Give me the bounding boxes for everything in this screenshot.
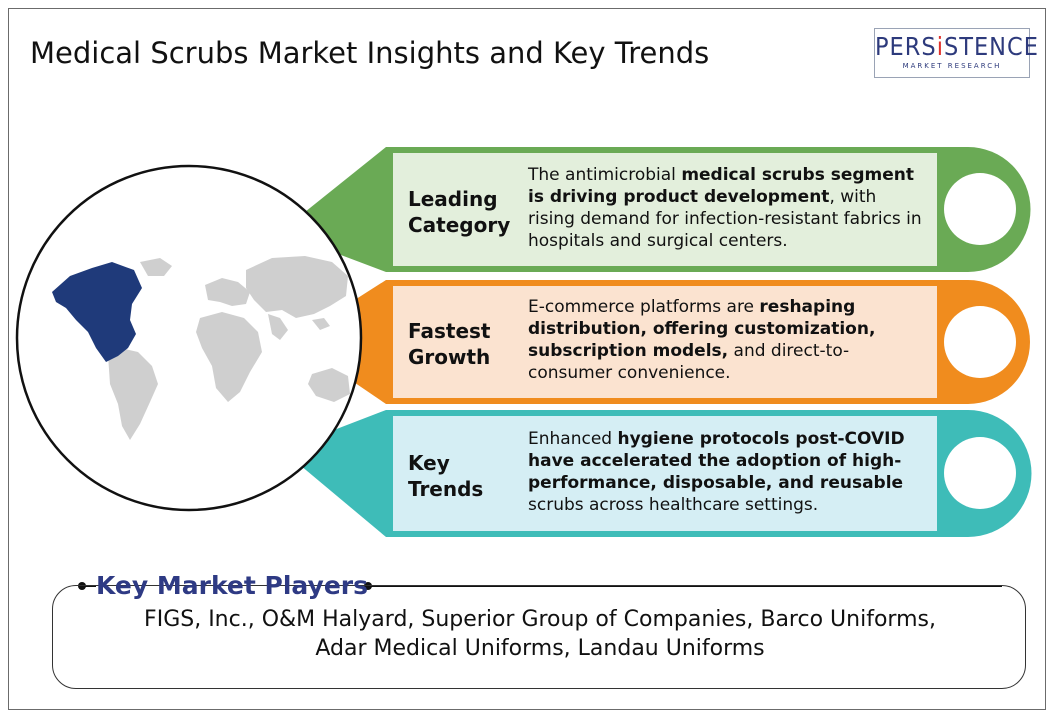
north-america-highlight <box>52 262 142 362</box>
players-list-line-1: FIGS, Inc., O&M Halyard, Superior Group … <box>144 607 936 632</box>
logo-tagline: MARKET RESEARCH <box>902 62 1002 70</box>
description-fastest: E-commerce platforms are reshaping distr… <box>528 297 876 383</box>
players-list-line-2: Adar Medical Uniforms, Landau Uniforms <box>315 636 765 661</box>
description-leading: The antimicrobial medical scrubs segment… <box>528 165 922 251</box>
band-trends <box>386 410 1032 537</box>
band-leading-circle <box>944 173 1016 245</box>
band-fastest <box>386 280 1030 404</box>
players-box <box>52 585 1026 689</box>
players-line-dot-left <box>78 582 86 590</box>
players-list: FIGS, Inc., O&M Halyard, Superior Group … <box>60 605 1020 663</box>
band-trends-circle <box>944 437 1016 509</box>
world-globe-icon <box>15 164 363 512</box>
description-trends: Enhanced hygiene protocols post-COVID ha… <box>528 429 905 515</box>
persistence-logo: PERSiSTENCE MARKET RESEARCH <box>874 28 1039 78</box>
players-title: Key Market Players <box>96 571 368 600</box>
infographic-frame <box>8 8 1046 710</box>
band-leading <box>386 147 1031 272</box>
page-title: Medical Scrubs Market Insights and Key T… <box>30 36 710 70</box>
world-map-gray <box>108 256 350 440</box>
logo-brand: PERSiSTENCE <box>875 32 1039 61</box>
band-fastest-circle <box>944 306 1016 378</box>
players-line-dot-right <box>364 582 372 590</box>
